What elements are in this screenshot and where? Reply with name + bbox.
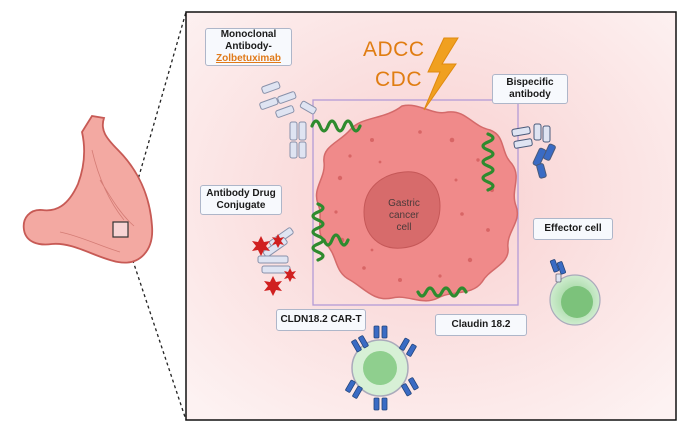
label-bispecific-antibody: Bispecific antibody xyxy=(492,74,568,104)
gastric-cancer-cell xyxy=(315,104,519,302)
label-text: Bispecific xyxy=(506,77,554,88)
label-text: cancer xyxy=(388,210,419,221)
car-t-cell-icon xyxy=(345,325,419,411)
label-text: Monoclonal xyxy=(220,29,277,40)
label-text: Antibody- xyxy=(225,41,272,52)
selection-frame xyxy=(312,99,519,306)
zolbetuximab-link[interactable]: Zolbetuximab xyxy=(215,53,281,64)
claudin-proteins xyxy=(310,119,495,298)
label-text: CLDN18.2 CAR-T xyxy=(280,314,362,325)
nucleus xyxy=(363,171,441,249)
label-text: cell xyxy=(396,222,412,233)
zoom-square xyxy=(112,221,129,238)
label-antibody-drug-conjugate: Antibody Drug Conjugate xyxy=(200,185,282,215)
label-effector-cell: Effector cell xyxy=(533,218,613,240)
label-text: antibody xyxy=(509,89,551,100)
label-text: Conjugate xyxy=(216,200,266,211)
lightning-icon xyxy=(423,37,459,111)
cdc-text: CDC xyxy=(375,68,422,91)
label-text: Antibody Drug xyxy=(206,188,276,199)
zoom-line-bottom xyxy=(126,242,187,421)
label-claudin-18-2: Claudin 18.2 xyxy=(435,314,527,336)
drug-toxin-icon xyxy=(252,234,296,296)
label-text: Gastric xyxy=(388,198,420,209)
label-text: Claudin 18.2 xyxy=(451,319,511,330)
adcc-text: ADCC xyxy=(363,38,425,61)
cancer-cell-label: Gastric cancer cell xyxy=(376,198,432,234)
label-cldn18-car-t: CLDN18.2 CAR-T xyxy=(276,309,366,331)
antibody-icon xyxy=(259,81,317,159)
label-text: Effector cell xyxy=(544,223,602,234)
effector-cell-icon xyxy=(549,259,601,326)
stomach-icon xyxy=(22,115,153,264)
bispecific-antibody-icon xyxy=(511,123,556,179)
label-monoclonal-antibody: Monoclonal Antibody- Zolbetuximab xyxy=(205,28,292,66)
